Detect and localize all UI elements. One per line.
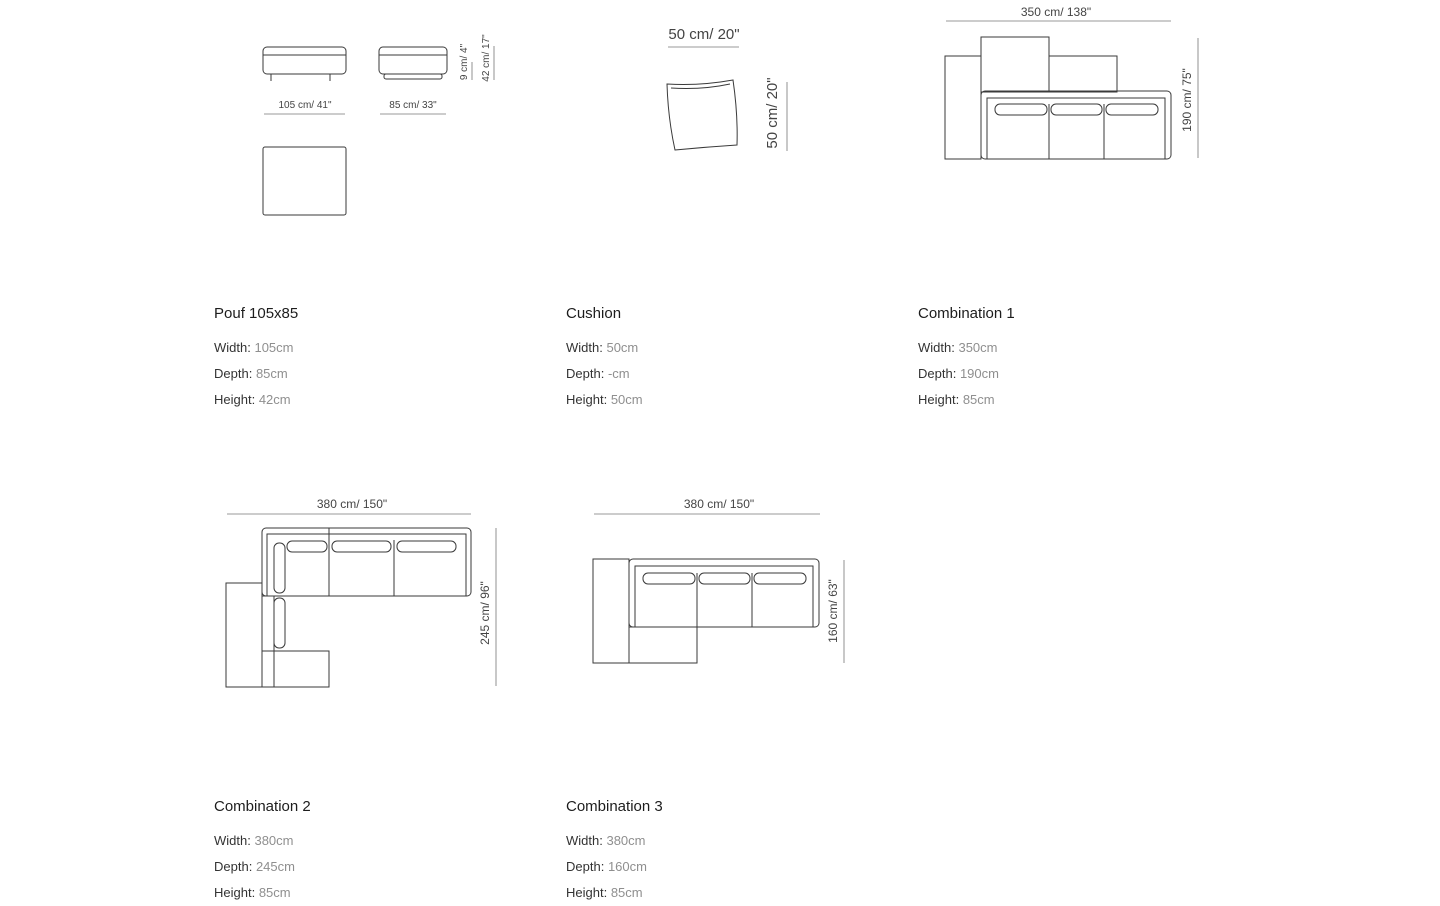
combination-1-back-block: [980, 36, 1050, 93]
spec-value: 160cm: [607, 859, 647, 874]
product-title: Combination 1: [918, 305, 1015, 322]
combination-2-specs: Combination 2 Width: 380cm Depth: 245cm …: [214, 798, 311, 906]
combination-2-drawing: 380 cm/ 150" 245 cm/ 96": [0, 0, 520, 720]
spec-value: 85cm: [255, 366, 288, 381]
spec-label: Depth:: [918, 366, 957, 381]
combination-1-depth-dimension: 190 cm/ 75": [1180, 68, 1194, 132]
spec-label: Width:: [918, 340, 955, 355]
pouf-seat-height-dimension: 9 cm/ 4": [459, 43, 470, 80]
spec-value: 105cm: [254, 340, 294, 355]
height-spec: Height: 85cm: [214, 880, 311, 906]
pouf-depth-dimension: 85 cm/ 33": [389, 100, 437, 111]
product-title: Combination 2: [214, 798, 311, 815]
cushion-technical-drawing: 50 cm/ 20" 50 cm/ 20": [666, 26, 788, 151]
pouf-top-view: [262, 146, 347, 216]
height-spec: Height: 85cm: [566, 880, 663, 906]
width-spec: Width: 50cm: [566, 335, 643, 361]
height-spec: Height: 85cm: [918, 387, 1015, 413]
pouf-specs: Pouf 105x85 Width: 105cm Depth: 85cm Hei…: [214, 305, 298, 413]
combination-1-ottoman: [944, 55, 982, 160]
spec-value: 350cm: [958, 340, 998, 355]
width-spec: Width: 380cm: [214, 828, 311, 854]
spec-value: 85cm: [610, 885, 643, 900]
spec-label: Height:: [918, 392, 960, 407]
spec-value: 50cm: [606, 340, 639, 355]
combination-3-sofa: [628, 558, 820, 628]
depth-spec: Depth: -cm: [566, 361, 643, 387]
combination-3-technical-drawing: 380 cm/ 150" 160 cm/ 63": [592, 497, 845, 664]
width-spec: Width: 105cm: [214, 335, 298, 361]
pouf-drawing: 105 cm/ 41" 85 cm/ 33" 9 cm/ 4" 42 cm/ 1…: [0, 0, 520, 240]
combination-1-drawing: 350 cm/ 138" 190 cm/ 75": [0, 0, 1240, 240]
spec-label: Height:: [214, 392, 256, 407]
combination-1-sofa: [980, 90, 1172, 160]
pouf-width-dimension: 105 cm/ 41": [278, 100, 331, 111]
cushion-height-dimension: 50 cm/ 20": [764, 77, 781, 148]
spec-label: Depth:: [566, 366, 605, 381]
spec-value: 42cm: [258, 392, 291, 407]
spec-label: Height:: [566, 885, 608, 900]
spec-value: 190cm: [959, 366, 999, 381]
spec-label: Width:: [214, 833, 251, 848]
spec-value: 380cm: [606, 833, 646, 848]
spec-label: Depth:: [566, 859, 605, 874]
spec-value: 85cm: [962, 392, 995, 407]
spec-label: Depth:: [214, 859, 253, 874]
spec-label: Width:: [214, 340, 251, 355]
cushion-drawing: 50 cm/ 20" 50 cm/ 20": [0, 0, 820, 240]
spec-label: Height:: [214, 885, 256, 900]
pouf-height-dimension: 42 cm/ 17": [481, 34, 492, 82]
depth-spec: Depth: 190cm: [918, 361, 1015, 387]
combination-2-technical-drawing: 380 cm/ 150" 245 cm/ 96": [225, 497, 497, 688]
pouf-technical-drawing: 105 cm/ 41" 85 cm/ 33" 9 cm/ 4" 42 cm/ 1…: [262, 34, 495, 216]
combination-1-width-dimension: 350 cm/ 138": [1021, 5, 1091, 19]
combination-1-specs: Combination 1 Width: 350cm Depth: 190cm …: [918, 305, 1015, 413]
width-spec: Width: 350cm: [918, 335, 1015, 361]
cushion-specs: Cushion Width: 50cm Depth: -cm Height: 5…: [566, 305, 643, 413]
cushion-width-dimension: 50 cm/ 20": [668, 26, 739, 43]
combination-1-technical-drawing: 350 cm/ 138" 190 cm/ 75": [944, 5, 1199, 160]
product-title: Combination 3: [566, 798, 663, 815]
combination-3-drawing: 380 cm/ 150" 160 cm/ 63": [0, 0, 880, 720]
product-title: Cushion: [566, 305, 622, 322]
combination-3-depth-dimension: 160 cm/ 63": [826, 579, 840, 643]
combination-2-width-dimension: 380 cm/ 150": [317, 497, 387, 511]
depth-spec: Depth: 160cm: [566, 854, 663, 880]
width-spec: Width: 380cm: [566, 828, 663, 854]
spec-value: 245cm: [255, 859, 295, 874]
spec-value: 50cm: [610, 392, 643, 407]
spec-value: 380cm: [254, 833, 294, 848]
combination-3-specs: Combination 3 Width: 380cm Depth: 160cm …: [566, 798, 663, 906]
height-spec: Height: 50cm: [566, 387, 643, 413]
product-title: Pouf 105x85: [214, 305, 299, 322]
spec-label: Depth:: [214, 366, 253, 381]
spec-label: Height:: [566, 392, 608, 407]
combination-3-width-dimension: 380 cm/ 150": [684, 497, 754, 511]
combination-3-chaise: [628, 626, 698, 664]
depth-spec: Depth: 85cm: [214, 361, 298, 387]
combination-3-ottoman: [592, 558, 630, 664]
height-spec: Height: 42cm: [214, 387, 298, 413]
combination-2-depth-dimension: 245 cm/ 96": [478, 581, 492, 645]
spec-value: 85cm: [258, 885, 291, 900]
spec-value: -cm: [607, 366, 630, 381]
pouf-front-view: [262, 46, 347, 75]
depth-spec: Depth: 245cm: [214, 854, 311, 880]
spec-label: Width:: [566, 833, 603, 848]
cushion-shape: [666, 79, 738, 151]
spec-label: Width:: [566, 340, 603, 355]
